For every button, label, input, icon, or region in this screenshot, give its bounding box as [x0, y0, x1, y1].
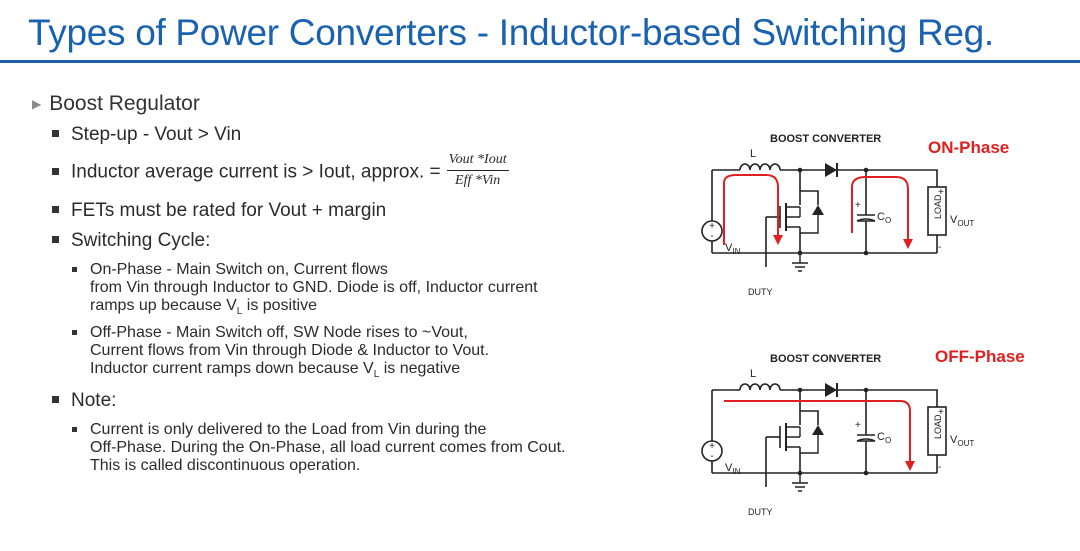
square-bullet-icon [52, 206, 59, 213]
on-co-label: CO [877, 211, 891, 225]
bullet-note: Note: [52, 390, 116, 412]
svg-text:+: + [855, 200, 861, 211]
on-vin-label: VIN [725, 242, 741, 256]
small-square-bullet-icon [72, 267, 77, 272]
off-co-label: CO [877, 431, 891, 445]
svg-text:+: + [855, 420, 861, 431]
on-phase-label: ON-Phase [928, 138, 1010, 157]
off-inductor-label: L [750, 368, 756, 380]
off-converter-heading: BOOST CONVERTER [770, 353, 881, 365]
off-duty-label: DUTY [748, 507, 773, 517]
small-square-bullet-icon [72, 427, 77, 432]
svg-text:-: - [938, 242, 941, 253]
on-inductor-current-arrow [723, 174, 783, 245]
bullet-on-phase: On-Phase - Main Switch on, Current flows… [72, 261, 538, 321]
off-current-arrow [724, 400, 915, 471]
square-bullet-icon [52, 236, 59, 243]
on-phase-schematic: BOOST CONVERTER L VIN DUTY CO + LOAD VOU… [701, 133, 974, 297]
triangle-bullet-icon: ▶ [32, 97, 42, 111]
on-inductor-label: L [750, 148, 756, 160]
svg-text:+: + [938, 187, 944, 198]
off-phase-label: OFF-Phase [935, 347, 1025, 366]
off-vin-label: VIN [725, 462, 741, 476]
small-square-bullet-icon [72, 330, 77, 335]
on-duty-label: DUTY [748, 287, 773, 297]
bullet-switching-cycle: Switching Cycle: [52, 230, 210, 252]
square-bullet-icon [52, 167, 59, 175]
on-converter-heading: BOOST CONVERTER [770, 133, 881, 145]
svg-text:+: + [938, 407, 944, 418]
bullet-boost-regulator: ▶Boost Regulator [32, 92, 200, 115]
bullet-fets-rating: FETs must be rated for Vout + margin [52, 200, 386, 222]
bullet-inductor-current: Inductor average current is > Iout, appr… [52, 152, 509, 191]
svg-text:-: - [938, 462, 941, 473]
off-vout-label: VOUT [950, 434, 974, 448]
off-phase-schematic: BOOST CONVERTER L VIN DUTY CO + LOAD VOU… [701, 353, 974, 517]
square-bullet-icon [52, 130, 59, 137]
on-load-label: LOAD [933, 194, 943, 219]
slide-title: Types of Power Converters - Inductor-bas… [28, 12, 994, 53]
on-vout-label: VOUT [950, 214, 974, 228]
square-bullet-icon [52, 396, 59, 403]
title-divider [0, 60, 1080, 63]
on-load-current-arrow [851, 176, 913, 249]
bullet-step-up: Step-up - Vout > Vin [52, 124, 241, 146]
bullet-note-detail: Current is only delivered to the Load fr… [72, 421, 565, 475]
off-load-label: LOAD [933, 414, 943, 439]
bullet-off-phase: Off-Phase - Main Switch off, SW Node ris… [72, 324, 489, 384]
